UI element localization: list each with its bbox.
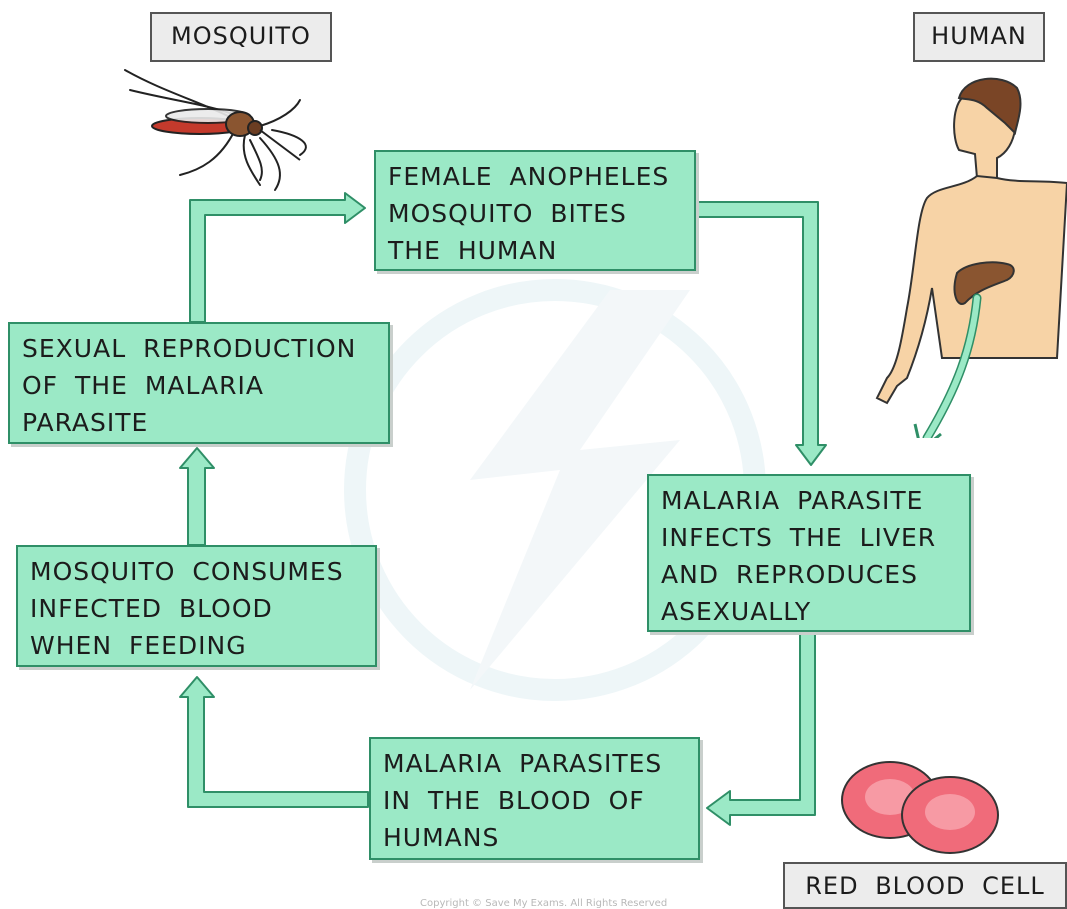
arrow-bite-to-liver: [697, 202, 826, 465]
step-parasites-in-blood: MALARIA PARASITES IN THE BLOOD OF HUMANS: [369, 737, 700, 860]
arrow-feeding-to-sexual: [180, 448, 214, 545]
mosquito-label: MOSQUITO: [150, 12, 332, 62]
step-sexual-reproduction: SEXUAL REPRODUCTION OF THE MALARIA PARAS…: [8, 322, 390, 444]
step-mosquito-bites: FEMALE ANOPHELES MOSQUITO BITES THE HUMA…: [374, 150, 696, 271]
arrow-blood-to-feeding: [180, 677, 368, 807]
step-mosquito-feeding: MOSQUITO CONSUMES INFECTED BLOOD WHEN FE…: [16, 545, 377, 667]
human-label: HUMAN: [913, 12, 1045, 62]
red-blood-cell-label: RED BLOOD CELL: [783, 862, 1067, 909]
human-illustration: [867, 68, 1067, 438]
copyright-text: Copyright © Save My Exams. All Rights Re…: [420, 898, 667, 909]
arrow-liver-to-blood: [707, 633, 815, 825]
step-liver-infection: MALARIA PARASITE INFECTS THE LIVER AND R…: [647, 474, 971, 632]
red-blood-cell-illustration: [835, 755, 1015, 865]
